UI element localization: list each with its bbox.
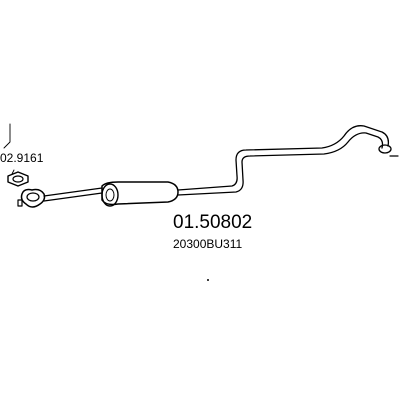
main-part-number: 01.50802: [173, 212, 253, 233]
middle-silencer-icon: [101, 181, 179, 207]
gasket-icon: [7, 171, 29, 187]
reference-dot: [207, 279, 209, 281]
front-pipe: [43, 187, 103, 197]
outlet-end-icon: [378, 144, 399, 157]
inlet-flange-icon: [20, 188, 46, 208]
bracket-marker: [17, 199, 23, 207]
gasket-part-number: 02.9161: [0, 151, 44, 165]
oem-reference-number: 20300BU311: [173, 237, 243, 251]
gasket-leader-line: [3, 123, 11, 149]
gasket-leader-line-2: [11, 169, 15, 175]
rear-pipe: [177, 125, 390, 191]
